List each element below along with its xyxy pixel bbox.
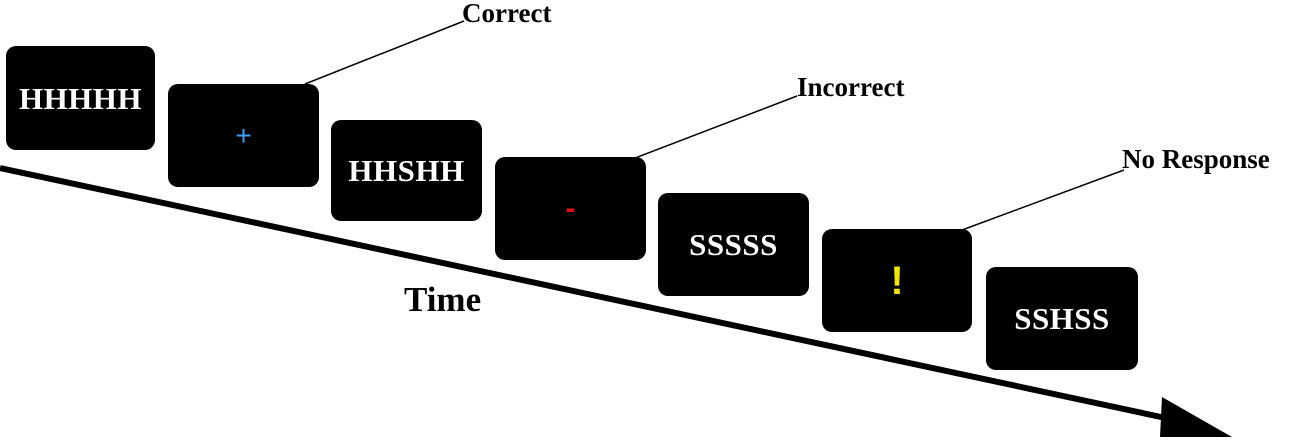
stimulus-text: HHSHH [348, 153, 465, 188]
stimulus-text: HHHHH [18, 80, 143, 116]
stimulus-text: SSHSS [1014, 301, 1110, 336]
time-arrow-line [0, 165, 1176, 423]
callout-label-incorrect: Incorrect [797, 72, 905, 102]
feedback-screen-incorrect: - [495, 157, 646, 260]
stimulus-screen-3: SSSSS [658, 193, 809, 296]
callout-label-no-response: No Response [1122, 144, 1270, 174]
feedback-screen-correct: + [168, 84, 319, 187]
feedback-screen-no-response: ! [822, 229, 972, 332]
callout-label-correct: Correct [462, 0, 552, 28]
time-axis-label: Time [404, 280, 482, 319]
callout-line-no-response [961, 169, 1125, 231]
callout-line-incorrect [634, 95, 798, 159]
plus-icon: + [235, 119, 252, 151]
stimulus-screen-2: HHSHH [331, 120, 482, 221]
exclamation-icon: ! [890, 258, 904, 303]
time-arrow-head [1160, 397, 1232, 437]
stimulus-screen-1: HHHHH [6, 46, 155, 150]
minus-icon: - [565, 191, 576, 225]
stimulus-screen-4: SSHSS [986, 267, 1138, 370]
callout-line-correct [304, 20, 465, 85]
stimulus-text: SSSSS [689, 227, 778, 262]
